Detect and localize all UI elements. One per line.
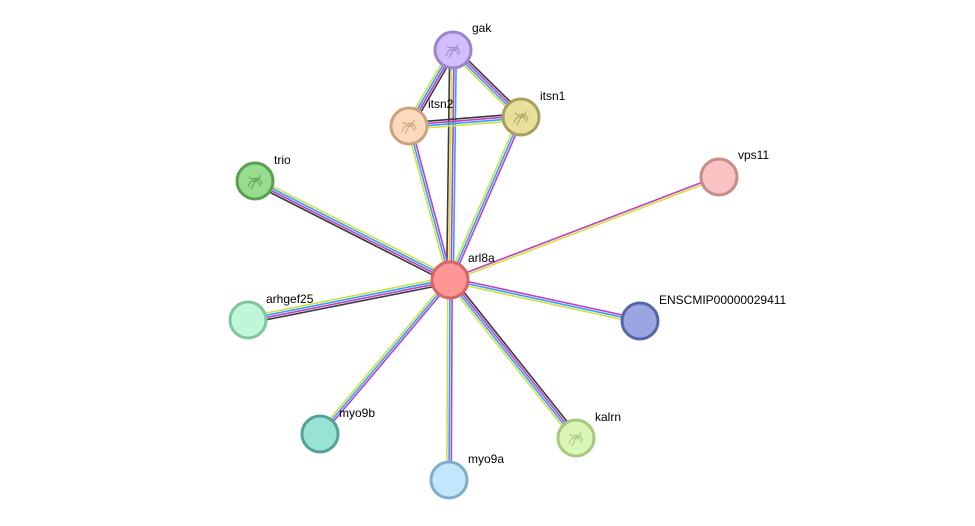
edge-strand [450, 280, 453, 481]
edge-strand [253, 183, 449, 284]
protein-structure-icon [513, 110, 529, 126]
node-circle[interactable] [699, 157, 739, 197]
edge-strand [448, 280, 576, 440]
edge-strand [248, 282, 451, 325]
edge-strand [248, 280, 451, 322]
edge-arl8a-arhgef25[interactable] [247, 275, 451, 325]
edge-strand [254, 181, 450, 282]
edge-arl8a-kalrn[interactable] [446, 277, 580, 441]
node-label-vps11: vps11 [738, 148, 769, 162]
node-circle[interactable] [429, 460, 469, 500]
edge-strand [446, 279, 449, 480]
edge-strand [445, 49, 451, 280]
protein-structure-icon [445, 43, 461, 59]
edge-strand [449, 116, 522, 281]
node-vps11[interactable] [699, 157, 739, 197]
edge-strand [256, 177, 452, 278]
edge-strand [410, 125, 453, 280]
edge-strand [451, 277, 580, 437]
edge-strand [446, 281, 575, 441]
labels-layer: arl8a gak itsn2 itsn1 trio vps11 arhgef25 ENSCM… [266, 21, 787, 466]
edge-strand [255, 179, 451, 280]
node-trio[interactable] [235, 161, 275, 201]
node-circle[interactable] [228, 300, 268, 340]
edge-strand [451, 117, 524, 282]
node-arl8a[interactable] [430, 260, 470, 300]
edge-arl8a-myo9a[interactable] [446, 279, 453, 481]
node-circle[interactable] [300, 414, 340, 454]
node-myo9b[interactable] [300, 414, 340, 454]
node-gak[interactable] [433, 30, 473, 70]
edge-strand [449, 279, 641, 322]
nodes-layer [228, 30, 739, 500]
edge-arl8a-myo9b[interactable] [317, 278, 453, 436]
node-kalrn[interactable] [556, 418, 596, 458]
node-label-myo9b: myo9b [339, 406, 375, 420]
edge-strand [448, 279, 451, 481]
edge-strand [408, 125, 451, 281]
edge-strand [452, 50, 458, 281]
edge-strand [450, 177, 720, 282]
node-label-kalrn: kalrn [595, 410, 621, 424]
edge-arl8a-vps11[interactable] [449, 175, 720, 282]
protein-structure-icon [401, 119, 417, 135]
edge-strand [447, 115, 520, 280]
edge-strand [450, 278, 578, 438]
node-label-trio: trio [274, 153, 291, 167]
node-label-gak: gak [472, 21, 492, 35]
node-label-itsn2: itsn2 [428, 97, 454, 111]
edge-strand [247, 278, 450, 320]
edge-strand [321, 280, 453, 436]
node-label-itsn1: itsn1 [540, 89, 566, 103]
edge-strand [317, 278, 449, 434]
protein-structure-icon [568, 431, 584, 447]
edge-arl8a-itsn1[interactable] [447, 115, 524, 282]
edge-strand [450, 277, 641, 320]
edge-arl8a-itsn2[interactable] [406, 125, 453, 281]
edge-strand [448, 49, 453, 280]
node-label-arl8a: arl8a [468, 251, 495, 265]
edge-strand [449, 175, 719, 280]
node-myo9a[interactable] [429, 460, 469, 500]
edge-strand [450, 50, 455, 281]
edge-arl8a-gak[interactable] [445, 49, 458, 281]
edge-strand [319, 279, 451, 435]
node-itsn2[interactable] [389, 106, 429, 146]
edge-arl8a-trio[interactable] [253, 177, 452, 284]
node-label-myo9a: myo9a [468, 452, 504, 466]
edge-strand [247, 275, 450, 318]
node-circle[interactable] [430, 260, 470, 300]
node-arhgef25[interactable] [228, 300, 268, 340]
node-circle[interactable] [620, 301, 660, 341]
node-ENSCMIP00000029411[interactable] [620, 301, 660, 341]
node-label-arhgef25: arhgef25 [266, 292, 314, 306]
node-label-ENSCMIP00000029411: ENSCMIP00000029411 [659, 293, 787, 307]
edge-strand [406, 126, 449, 281]
node-itsn1[interactable] [501, 97, 541, 137]
edge-strand [449, 281, 640, 324]
edge-arl8a-ENSCMIP00000029411[interactable] [449, 277, 641, 324]
protein-structure-icon [247, 174, 263, 190]
